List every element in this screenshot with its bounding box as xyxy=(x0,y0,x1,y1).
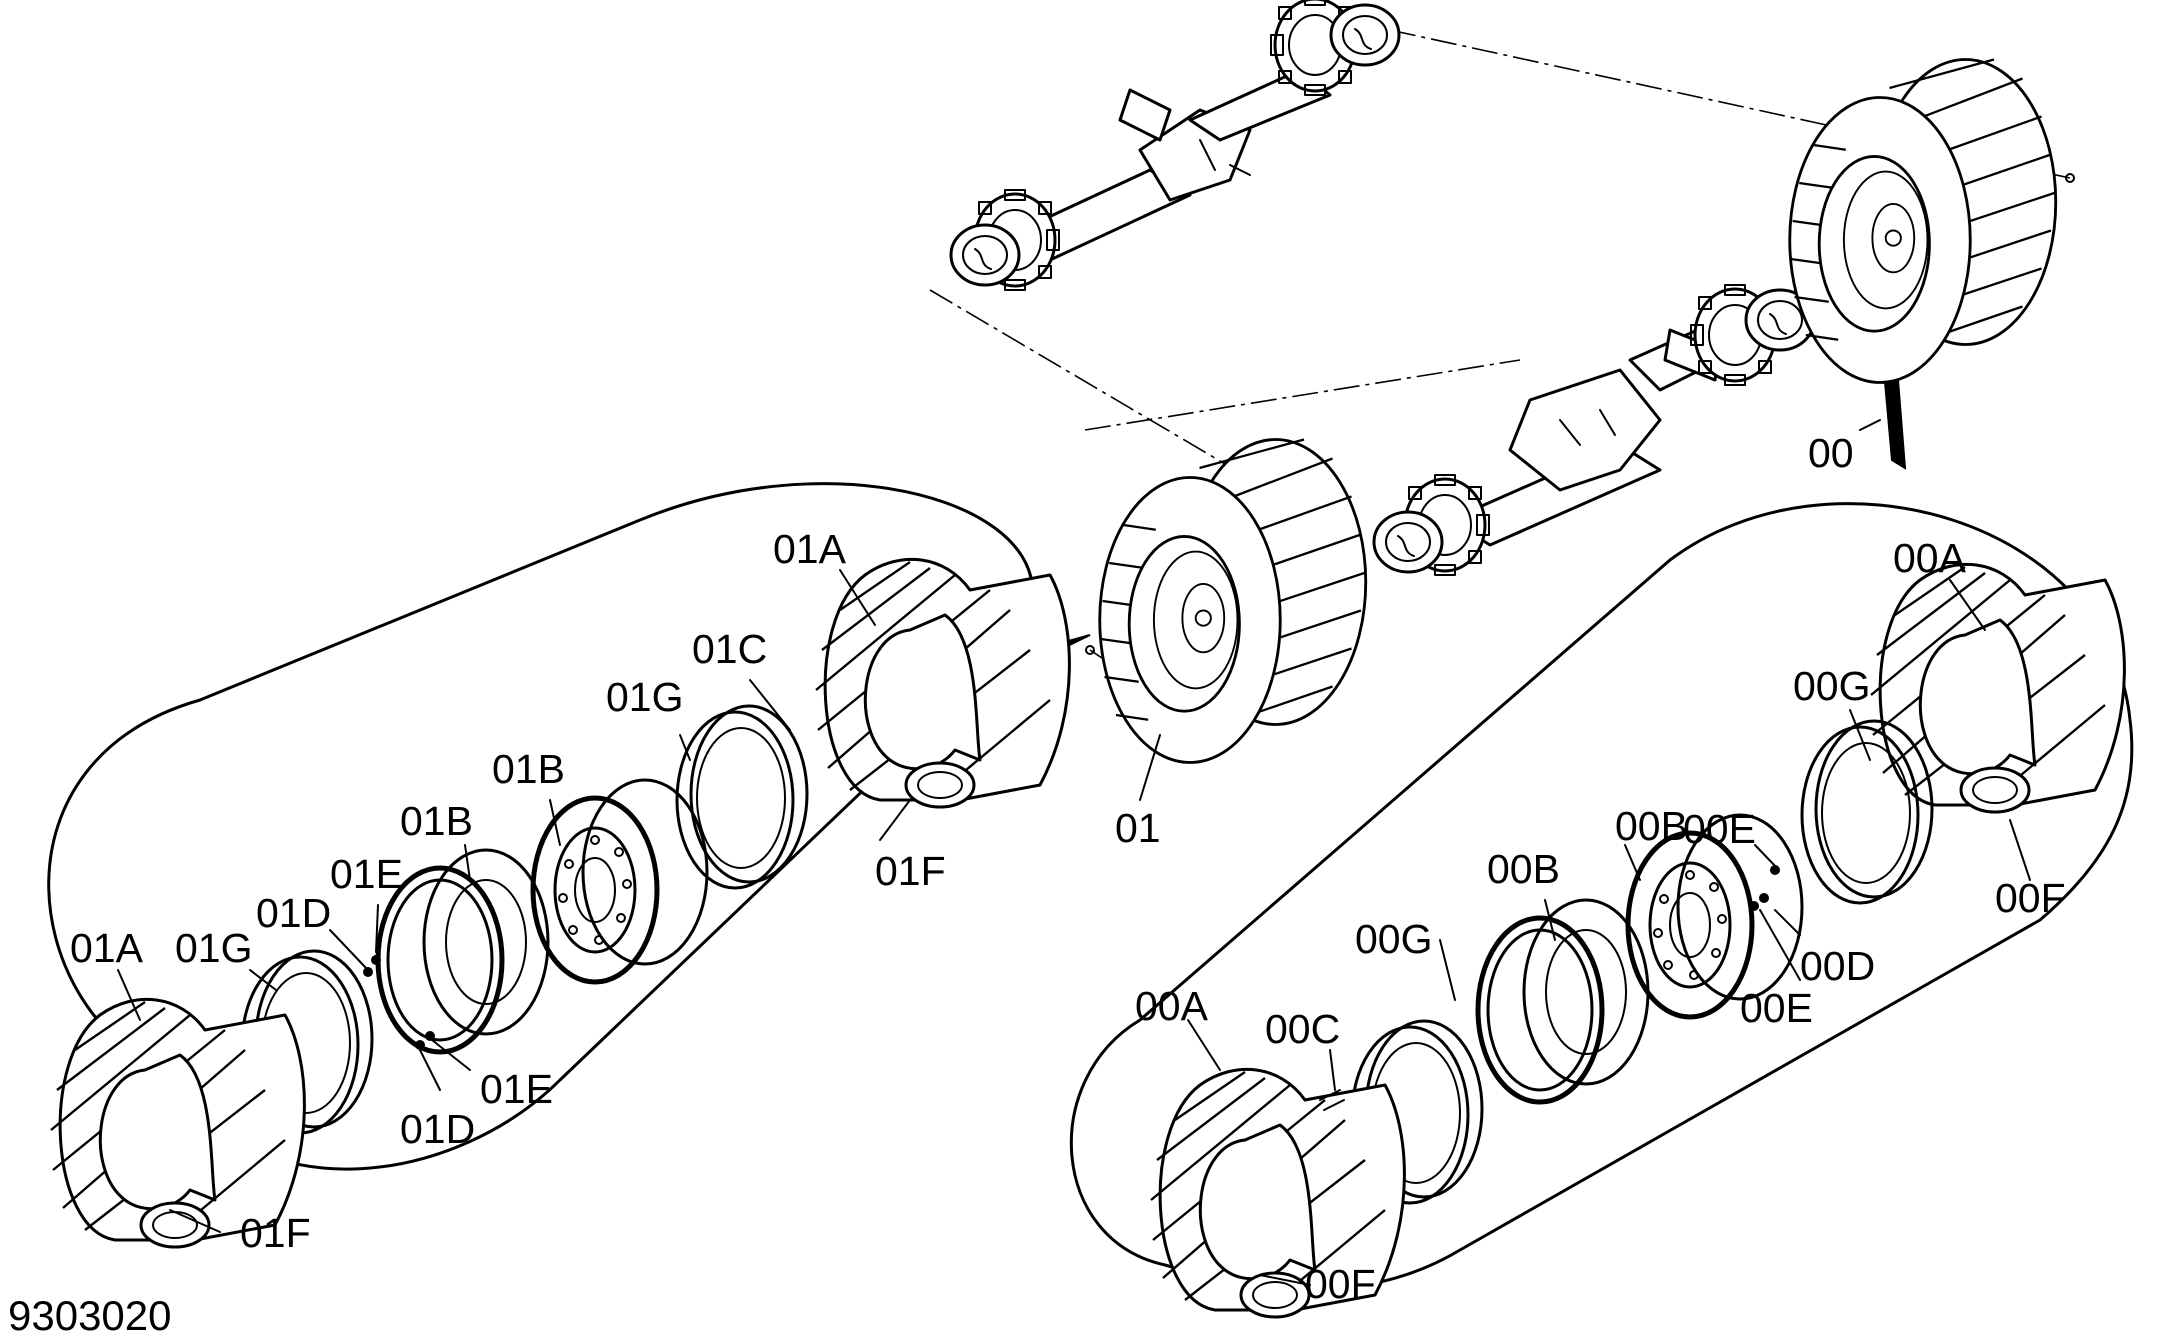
label-00A-top: 00A xyxy=(1893,535,1967,581)
wheel-00-assembly xyxy=(1788,58,2058,384)
figure-number: 9303020 xyxy=(8,1292,172,1339)
label-00C: 00C xyxy=(1265,1006,1340,1052)
label-01A-top: 01A xyxy=(773,526,847,572)
label-01E-bottom: 01E xyxy=(480,1066,553,1112)
left-exploded-parts xyxy=(49,557,1071,1249)
left-detail-capsule xyxy=(47,482,1035,1171)
wheel-01-assembly xyxy=(1098,438,1368,764)
label-01C: 01C xyxy=(692,626,767,672)
label-01D-bottom: 01D xyxy=(400,1106,475,1152)
label-00G-top: 00G xyxy=(1793,663,1871,709)
label-01E-top: 01E xyxy=(330,851,403,897)
label-01G-top: 01G xyxy=(606,674,684,720)
label-01D-top: 01D xyxy=(256,890,331,936)
front-axle-assembly xyxy=(949,0,1401,292)
label-00F-top: 00F xyxy=(1995,875,2066,921)
label-01B-upper: 01B xyxy=(492,746,565,792)
label-00E-bottom: 00E xyxy=(1740,985,1813,1031)
label-00B-lower: 00B xyxy=(1487,846,1560,892)
label-01B-lower: 01B xyxy=(400,798,473,844)
leader-lines xyxy=(117,419,2031,1286)
right-exploded-parts xyxy=(1149,562,2126,1319)
label-00D: 00D xyxy=(1800,943,1875,989)
label-00B-upper: 00B xyxy=(1615,803,1688,849)
label-01F-top: 01F xyxy=(875,848,946,894)
label-01G-bottom: 01G xyxy=(175,925,253,971)
label-00F-bottom: 00F xyxy=(1305,1261,1376,1307)
callout-labels: 00 01 01A 01C 01G 01B 01B 01E 01D 01A 01… xyxy=(8,430,2066,1339)
rear-axle-assembly xyxy=(1372,283,1816,577)
label-01A-bottom: 01A xyxy=(70,925,144,971)
label-00: 00 xyxy=(1808,430,1854,476)
label-01F-bottom: 01F xyxy=(240,1210,311,1256)
label-00E-top: 00E xyxy=(1683,806,1756,852)
label-00G-bottom: 00G xyxy=(1355,916,1433,962)
label-01: 01 xyxy=(1115,805,1161,851)
label-00A-bottom: 00A xyxy=(1135,983,1209,1029)
